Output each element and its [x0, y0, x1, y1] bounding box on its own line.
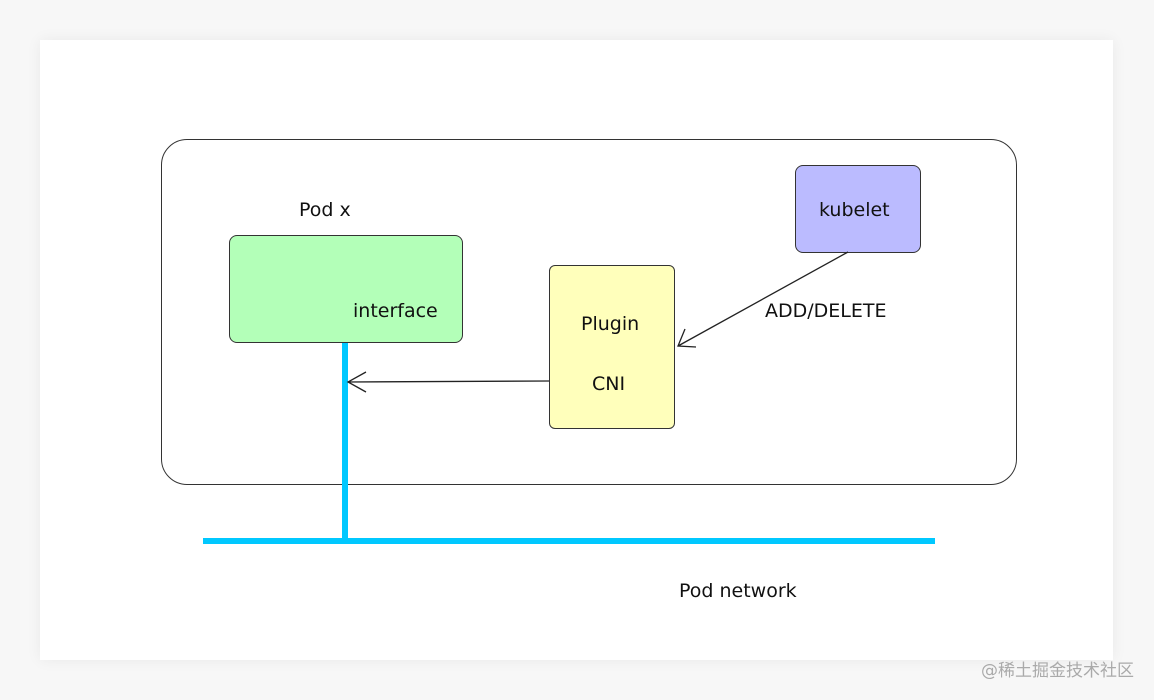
watermark: @稀土掘金技术社区	[981, 661, 1134, 681]
plugin-to-interface-arrowhead	[346, 371, 367, 393]
host-node-frame	[161, 139, 1017, 485]
pod-interface-label: interface	[353, 300, 438, 322]
kubelet-to-plugin-arrow	[677, 251, 849, 347]
pod-title-label: Pod x	[299, 199, 351, 221]
kubelet-label: kubelet	[819, 199, 890, 221]
kubelet-to-plugin-arrowhead	[677, 328, 697, 348]
plugin-label: Plugin	[581, 313, 640, 335]
add-delete-edge-label: ADD/DELETE	[765, 300, 887, 322]
pod-x-box	[229, 235, 463, 343]
cni-label: CNI	[592, 373, 626, 395]
cni-plugin-box	[549, 265, 675, 429]
kubelet-box	[795, 165, 921, 253]
plugin-to-interface-arrow	[347, 380, 550, 383]
pod-network-label: Pod network	[679, 580, 797, 602]
